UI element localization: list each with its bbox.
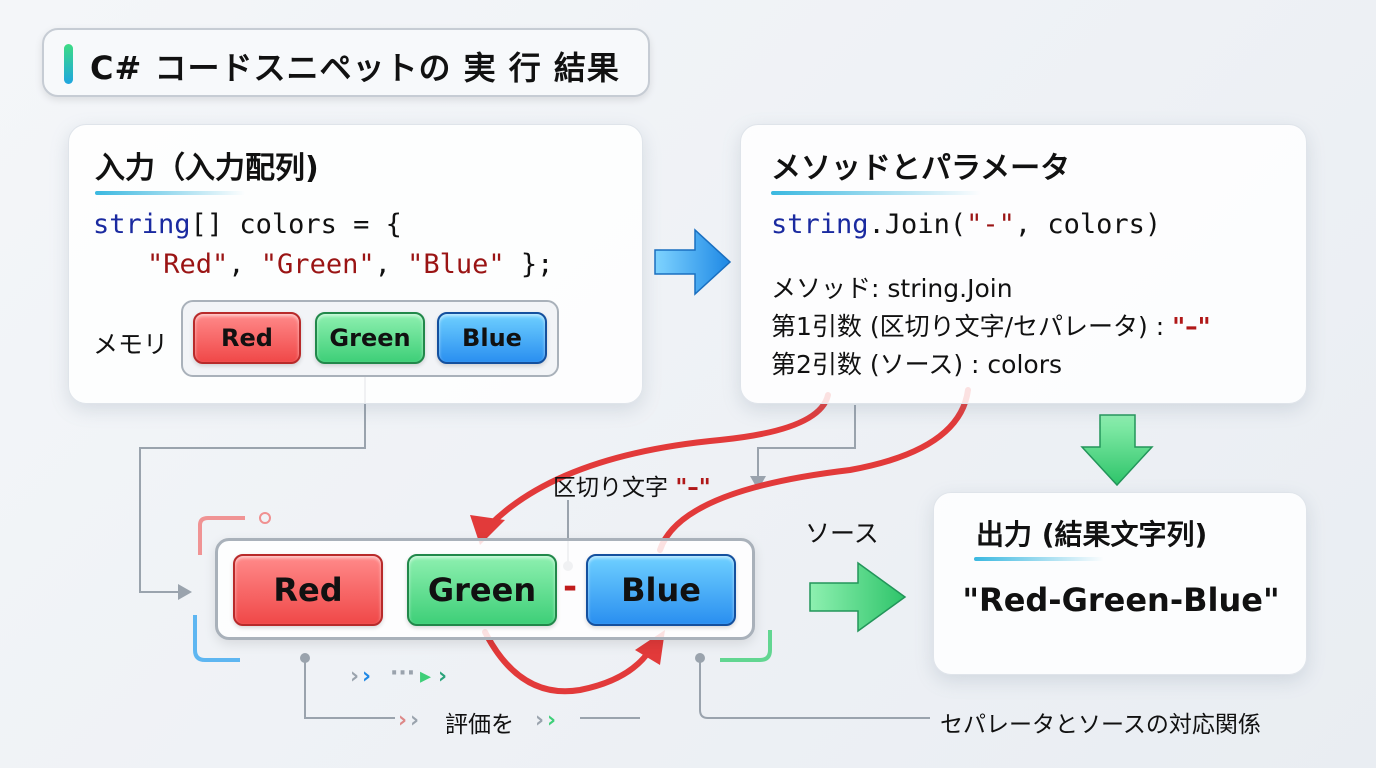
svg-text:›: › — [535, 708, 544, 733]
memory-label: メモリ — [93, 330, 169, 359]
param1-line: 第1引数 (区切り文字/セパレータ) : "–" — [771, 307, 1211, 343]
input-heading: 入力（入力配列) — [95, 151, 319, 186]
svg-text:›: › — [350, 664, 359, 689]
relation-label: セパレータとソースの対応関係 — [940, 712, 1261, 738]
code-sep: , — [374, 249, 408, 280]
code-sep: , — [228, 249, 261, 280]
code-text: .Join( — [868, 209, 967, 240]
method-name-line: メソッド: string.Join — [771, 274, 1013, 303]
code-keyword: string — [93, 209, 191, 240]
memory-chip-blue: Blue — [437, 312, 547, 364]
code-text: [] colors = { — [190, 209, 402, 240]
heading-underline — [974, 557, 1104, 561]
source-label: ソース — [805, 519, 879, 548]
svg-text:›: › — [547, 708, 556, 733]
input-card: 入力（入力配列) string[] colors = { "Red", "Gre… — [68, 124, 643, 404]
svg-text:›: › — [410, 708, 419, 733]
method-heading: メソッドとパラメータ — [771, 151, 1071, 186]
heading-underline — [771, 191, 981, 195]
memory-array: Red Green Blue — [181, 300, 559, 377]
joined-chip-green: Green — [407, 554, 557, 626]
param2-line: 第2引数 (ソース) : colors — [771, 350, 1063, 379]
param1-value: "–" — [1172, 312, 1211, 341]
code-line-1: string[] colors = { — [93, 209, 402, 240]
svg-text:›: › — [398, 708, 407, 733]
code-text: , colors) — [1014, 209, 1162, 240]
evaluate-label: 評価を — [445, 712, 514, 738]
code-string: "-" — [966, 209, 1015, 240]
join-container: Red Green - Blue — [215, 538, 755, 640]
title-banner: C# コードスニペットの 実 行 結果 — [42, 28, 650, 97]
svg-text:›: › — [438, 664, 447, 689]
code-string: "Red" — [147, 249, 229, 280]
svg-text:›: › — [362, 664, 371, 689]
joined-chip-red: Red — [233, 554, 383, 626]
code-keyword: string — [771, 209, 869, 240]
separator-value: "–" — [675, 475, 711, 501]
memory-chip-green: Green — [315, 312, 425, 364]
title-accent-bar — [64, 44, 73, 84]
separator-label-text: 区切り文字 — [553, 475, 676, 501]
joined-chip-blue: Blue — [586, 554, 736, 626]
heading-underline — [95, 191, 245, 195]
code-line-2: "Red", "Green", "Blue" }; — [147, 249, 553, 280]
separator-label: 区切り文字 "–" — [553, 468, 711, 502]
method-card: メソッドとパラメータ string.Join("-", colors) メソッド… — [740, 124, 1307, 404]
code-string: "Blue" — [407, 249, 505, 280]
flow-arrow-blue-right — [654, 228, 732, 296]
svg-text:▸: ▸ — [420, 664, 431, 689]
param1-text: 第1引数 (区切り文字/セパレータ) : — [771, 312, 1173, 341]
code-string: "Green" — [260, 249, 375, 280]
method-code: string.Join("-", colors) — [771, 209, 1161, 240]
svg-text:···: ··· — [390, 661, 415, 686]
code-text: }; — [504, 249, 554, 280]
output-heading: 出力 (結果文字列) — [976, 518, 1208, 551]
separator-dash: - — [563, 567, 578, 607]
page-title: C# コードスニペットの 実 行 結果 — [90, 49, 620, 87]
output-card: 出力 (結果文字列) "Red-Green-Blue" — [933, 492, 1307, 675]
output-value: "Red-Green-Blue" — [962, 581, 1280, 619]
memory-chip-red: Red — [193, 312, 301, 364]
